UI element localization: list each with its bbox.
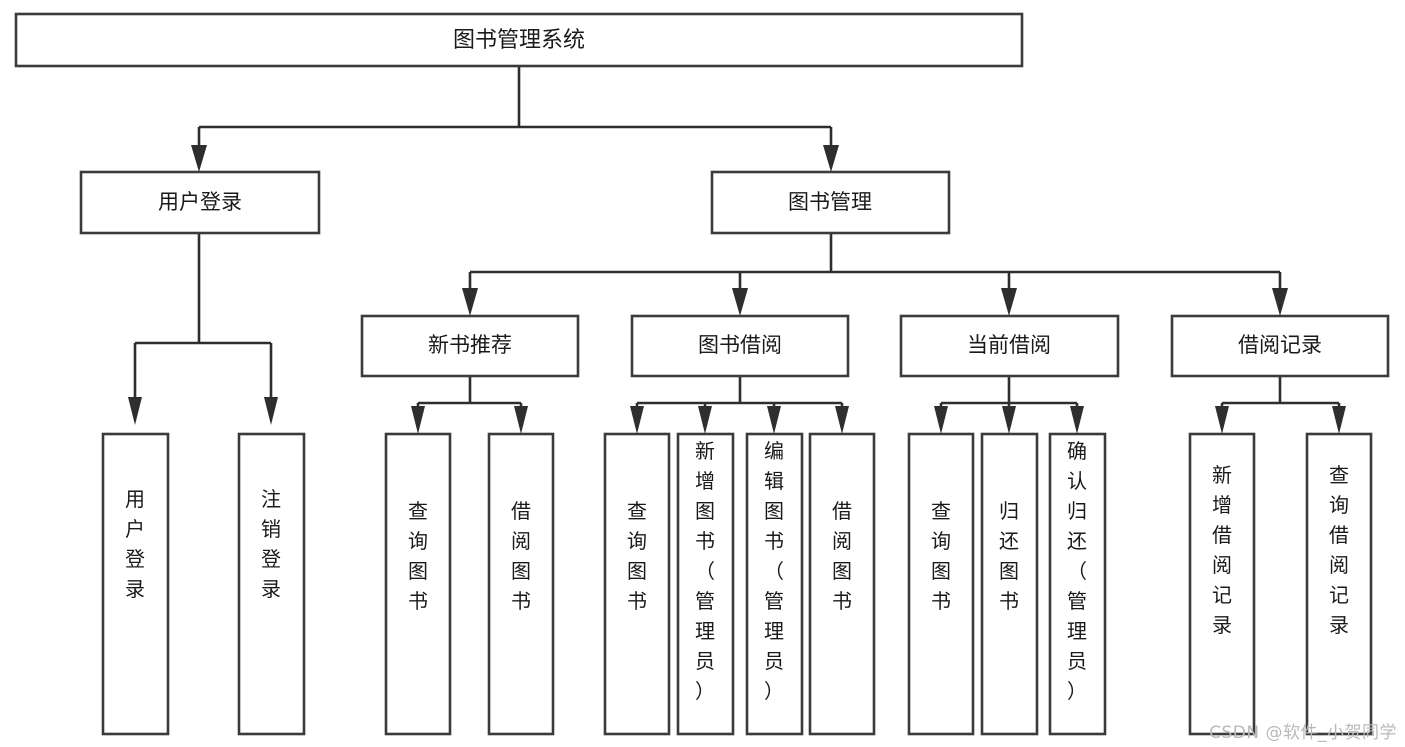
node-book-borrow-box[interactable] [630,314,850,378]
leaf-query-record-label: 查询借阅记录 [1329,463,1349,637]
node-user-login-label: 用户登录 [158,190,242,214]
leaf-query-book-3[interactable]: 查询图书 [907,432,975,736]
arrow-head-book-borrow [732,288,748,316]
node-book-manage-label: 图书管理 [788,190,872,214]
leaf-query-book-2[interactable]: 查询图书 [603,432,671,736]
leaf-query-book-3-box[interactable] [907,432,975,736]
arrow-head-leaf-edit-book [767,406,781,434]
node-current-borrow-label: 当前借阅 [967,333,1051,357]
connector-group-root [191,66,839,172]
leaf-add-record[interactable]: 新增借阅记录 [1188,432,1256,736]
leaf-query-book-1-label: 查询图书 [408,499,428,613]
node-current-borrow[interactable]: 当前借阅 [899,314,1120,378]
leaf-borrow-book-1-label: 借阅图书 [511,499,531,613]
node-new-book-rec[interactable]: 新书推荐 [360,314,580,378]
connector-group-current-borrow [934,376,1084,434]
node-new-book-rec-box[interactable] [360,314,580,378]
connector-group-book-borrow [630,376,849,434]
leaf-return-book-label: 归还图书 [999,499,1019,613]
leaf-confirm-return-label: 确认归还（管理员） [1067,439,1087,703]
leaf-query-book-2-box[interactable] [603,432,671,736]
arrow-head-leaf-borrow-book-2 [835,406,849,434]
leaf-borrow-book-2-box[interactable] [808,432,876,736]
connector-group-user-login [128,233,278,425]
arrow-head-leaf-query-book-2 [630,406,644,434]
leaf-borrow-book-2-label: 借阅图书 [832,499,852,613]
leaf-user-logout[interactable]: 注销登录 [237,432,306,736]
arrow-head-leaf-user-login [128,397,142,425]
node-root-label: 图书管理系统 [453,28,585,53]
node-current-borrow-box[interactable] [899,314,1120,378]
arrow-head-current-borrow [1001,288,1017,316]
connector-group-book-manage [462,233,1288,316]
arrow-head-book-manage [823,145,839,172]
arrow-head-borrow-record [1272,288,1288,316]
leaf-add-book[interactable]: 新增图书（管理员） [676,432,735,736]
node-book-manage-box[interactable] [710,170,951,235]
leaf-add-book-label: 新增图书（管理员） [695,439,715,703]
node-user-login-box[interactable] [79,170,321,235]
leaf-query-book-1[interactable]: 查询图书 [384,432,452,736]
arrow-head-leaf-query-book-1 [411,406,425,434]
node-user-login[interactable]: 用户登录 [79,170,321,235]
leaf-user-login-label: 用户登录 [125,487,145,601]
leaf-add-book-box[interactable] [676,432,735,736]
leaf-return-book-box[interactable] [980,432,1039,736]
csdn-watermark: CSDN @软件_小贺同学 [1209,723,1397,743]
leaf-query-book-1-box[interactable] [384,432,452,736]
leaf-edit-book-box[interactable] [745,432,804,736]
leaf-query-record-box[interactable] [1305,432,1373,736]
node-borrow-record[interactable]: 借阅记录 [1170,314,1390,378]
leaf-confirm-return-box[interactable] [1048,432,1107,736]
arrow-head-leaf-add-record [1215,406,1229,434]
arrow-head-leaf-return-book [1002,406,1016,434]
leaf-query-book-3-label: 查询图书 [931,499,951,613]
node-borrow-record-box[interactable] [1170,314,1390,378]
leaf-edit-book[interactable]: 编辑图书（管理员） [745,432,804,736]
leaf-confirm-return[interactable]: 确认归还（管理员） [1048,432,1107,736]
leaf-add-record-label: 新增借阅记录 [1212,463,1232,637]
leaf-user-logout-box[interactable] [237,432,306,736]
node-book-borrow[interactable]: 图书借阅 [630,314,850,378]
leaf-borrow-book-1-box[interactable] [487,432,555,736]
leaf-query-record[interactable]: 查询借阅记录 [1305,432,1373,736]
leaf-user-logout-label: 注销登录 [261,487,281,601]
arrow-head-leaf-query-book-3 [934,406,948,434]
leaf-user-login-box[interactable] [101,432,170,736]
node-book-borrow-label: 图书借阅 [698,333,782,357]
arrow-head-leaf-add-book [698,406,712,434]
connector-group-borrow-record [1215,376,1346,434]
arrow-head-new-book-rec [462,288,478,316]
leaf-borrow-book-1[interactable]: 借阅图书 [487,432,555,736]
node-root-box[interactable] [14,12,1024,68]
leaf-borrow-book-2[interactable]: 借阅图书 [808,432,876,736]
arrow-head-leaf-user-logout [264,397,278,425]
leaf-query-book-2-label: 查询图书 [627,499,647,613]
leaf-return-book[interactable]: 归还图书 [980,432,1039,736]
leaf-add-record-box[interactable] [1188,432,1256,736]
arrow-head-leaf-borrow-book-1 [514,406,528,434]
node-borrow-record-label: 借阅记录 [1238,333,1322,357]
node-book-manage[interactable]: 图书管理 [710,170,951,235]
node-new-book-rec-label: 新书推荐 [428,333,512,357]
arrow-head-leaf-query-record [1332,406,1346,434]
connector-group-new-book-rec [411,376,528,434]
leaf-user-login[interactable]: 用户登录 [101,432,170,736]
arrow-head-leaf-confirm-return [1070,406,1084,434]
leaf-edit-book-label: 编辑图书（管理员） [764,439,784,703]
arrow-head-user-login [191,145,207,172]
node-root[interactable]: 图书管理系统 [14,12,1024,68]
